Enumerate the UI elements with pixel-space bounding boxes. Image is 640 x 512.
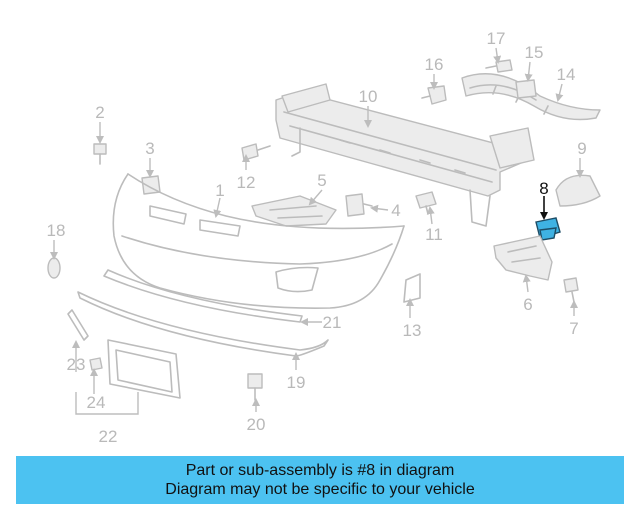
banner-line-part-number: Part or sub-assembly is #8 in diagram — [185, 462, 455, 479]
callout-13: 13 — [403, 321, 422, 340]
banner-line-disclaimer: Diagram may not be specific to your vehi… — [165, 481, 475, 498]
leader-lines — [50, 47, 584, 415]
rod-23-part — [67, 309, 89, 341]
plate-bracket-22-part — [107, 339, 181, 399]
screw-2-part — [93, 143, 107, 165]
screw-20-part — [247, 373, 263, 401]
callout-14: 14 — [557, 65, 576, 84]
callout-17: 17 — [487, 29, 506, 48]
bolt-17-part — [485, 59, 513, 73]
callout-3: 3 — [145, 139, 154, 158]
bracket-13-part — [403, 273, 421, 303]
screw-11-part — [415, 191, 437, 215]
callout-20: 20 — [247, 415, 266, 434]
screw-7-part — [563, 277, 579, 303]
lower-strip-19-part — [77, 291, 329, 357]
callout-5: 5 — [317, 171, 326, 190]
guide-bracket-6-part — [493, 235, 553, 281]
callout-7: 7 — [569, 319, 578, 338]
nut-15-part — [515, 79, 537, 99]
bumper-cover-1-part — [112, 173, 405, 309]
callout-23: 23 — [67, 355, 86, 374]
callout-22: 22 — [99, 427, 118, 446]
callout-12: 12 — [237, 173, 256, 192]
callout-6: 6 — [523, 295, 532, 314]
callout-9: 9 — [577, 139, 586, 158]
part-info-banner: Part or sub-assembly is #8 in diagram Di… — [16, 456, 624, 504]
callout-labels: 1 2 3 4 5 6 7 8 9 10 11 12 13 14 15 16 1… — [47, 29, 587, 446]
clip-24-part — [89, 357, 103, 371]
bracket-5-part — [251, 195, 337, 227]
callout-2: 2 — [95, 103, 104, 122]
reinforcement-bar-part — [275, 83, 535, 227]
bolt-16-part — [421, 85, 447, 105]
cap-9-part — [555, 174, 601, 207]
callout-8: 8 — [539, 179, 548, 198]
callout-24: 24 — [87, 393, 106, 412]
callout-16: 16 — [425, 55, 444, 74]
callout-1: 1 — [215, 181, 224, 200]
trim-strip-21-part — [103, 269, 303, 323]
cap-18-part — [47, 257, 61, 279]
callout-10: 10 — [359, 87, 378, 106]
callout-21: 21 — [323, 313, 342, 332]
callout-19: 19 — [287, 373, 306, 392]
clip-4-part — [345, 193, 373, 217]
callout-18: 18 — [47, 221, 66, 240]
callout-15: 15 — [525, 43, 544, 62]
callout-4: 4 — [391, 201, 400, 220]
callout-11: 11 — [425, 225, 443, 244]
clip-8-part — [535, 217, 561, 241]
